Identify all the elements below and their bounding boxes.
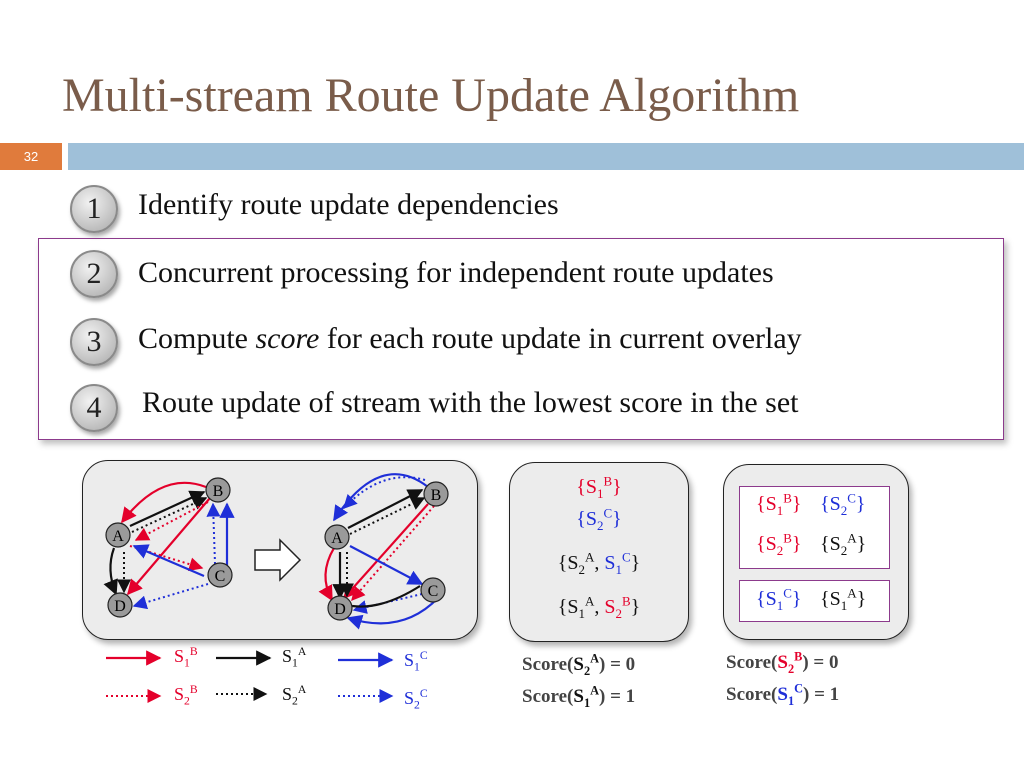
- step-2-text: Concurrent processing for independent ro…: [138, 256, 774, 289]
- node-d-after: [327, 595, 353, 621]
- title-bar: [68, 143, 1024, 170]
- set-s1b: {S1B}: [576, 473, 622, 501]
- edge-s2b-ba: [134, 501, 209, 541]
- score-s1a: Score(S1A) = 1: [522, 683, 636, 710]
- score-s2a: Score(S2A) = 0: [522, 651, 636, 678]
- edge-s1a-ab-after: [347, 489, 424, 529]
- edge-s2a-ab-after: [349, 497, 426, 535]
- legend-s2b-label: S2B: [174, 683, 198, 708]
- edge-s1b-bd: [126, 497, 211, 596]
- set-s2a-s1c: {S2A, S1C}: [557, 549, 641, 577]
- node-d: [107, 592, 133, 618]
- steps-highlight-box: [38, 238, 1004, 440]
- node-b: [205, 477, 231, 503]
- remaining-set-box: [739, 580, 890, 622]
- legend-s1a-label: S1A: [282, 645, 307, 670]
- node-b-after-label: B: [431, 487, 442, 504]
- edge-s1b-ad-after: [318, 547, 335, 602]
- legend-s2c-label: S2C: [404, 687, 428, 712]
- step-2-badge: 2: [70, 250, 118, 298]
- set-s2c: {S2C}: [576, 505, 622, 533]
- legend-s2a-label: S2A: [282, 683, 307, 708]
- graph-after: B A C D: [318, 473, 449, 630]
- graph-before: B A C D: [103, 477, 235, 618]
- node-c-label: C: [215, 568, 226, 585]
- edge-s1c-cd-after: [346, 597, 439, 630]
- node-c-after-label: C: [428, 583, 439, 600]
- dependency-sets-panel: [509, 462, 689, 642]
- node-b-label: B: [213, 483, 224, 500]
- legend-arrows: [106, 650, 394, 703]
- edge-s2c-cb: [206, 502, 221, 565]
- overlay-graph: B A C D B A C D: [103, 473, 449, 630]
- edge-s1b-ba: [121, 481, 207, 524]
- page-title: Multi-stream Route Update Algorithm: [62, 69, 800, 122]
- legend-s1c-label: S1C: [404, 649, 428, 674]
- node-a-after: [324, 524, 350, 550]
- score-s1c: Score(S1C) = 1: [726, 681, 840, 708]
- set-s1a-s2b: {S1A, S2B}: [557, 593, 641, 621]
- edge-s2c-cd-after: [352, 593, 423, 614]
- processed-set-box: [739, 486, 890, 569]
- edge-s2a-ab: [131, 496, 208, 533]
- edge-s1c-ca: [132, 544, 205, 578]
- proc-s1c: {S1C}: [756, 585, 802, 613]
- proc-s2c: {S2C}: [820, 490, 866, 518]
- proc-s2b: {S2B}: [756, 530, 802, 558]
- node-c: [207, 562, 233, 588]
- step-1-badge: 1: [70, 185, 118, 233]
- step-3-text: Compute score for each route update in c…: [138, 322, 802, 355]
- node-d-label: D: [114, 598, 126, 615]
- edge-s2c-cd: [132, 583, 209, 610]
- legend-s1b-label: S1B: [174, 645, 198, 670]
- edge-s2b-bd-after: [351, 505, 435, 602]
- step-4-text: Route update of stream with the lowest s…: [142, 386, 799, 419]
- proc-s1b: {S1B}: [756, 490, 802, 518]
- proc-s1a: {S1A}: [820, 585, 867, 613]
- edge-s1c-ac-after: [349, 545, 424, 585]
- proc-s2a: {S2A}: [820, 530, 867, 558]
- slide-number: 32: [0, 143, 62, 170]
- node-c-after: [420, 577, 446, 603]
- edge-s1b-bd-after: [342, 503, 429, 600]
- step-4-badge: 4: [70, 384, 118, 432]
- edge-s1a-ad: [103, 547, 118, 596]
- transition-arrow: [254, 538, 302, 582]
- edge-dc-link: [351, 585, 421, 608]
- score-s2b: Score(S2B) = 0: [726, 649, 839, 676]
- step-1-text: Identify route update dependencies: [138, 188, 559, 221]
- node-a-label: A: [112, 528, 124, 545]
- node-a-after-label: A: [331, 530, 343, 547]
- node-d-after-label: D: [334, 601, 346, 618]
- edge-s1c-ba: [333, 473, 429, 522]
- step-3-badge: 3: [70, 318, 118, 366]
- node-a: [105, 522, 131, 548]
- node-b-after: [423, 481, 449, 507]
